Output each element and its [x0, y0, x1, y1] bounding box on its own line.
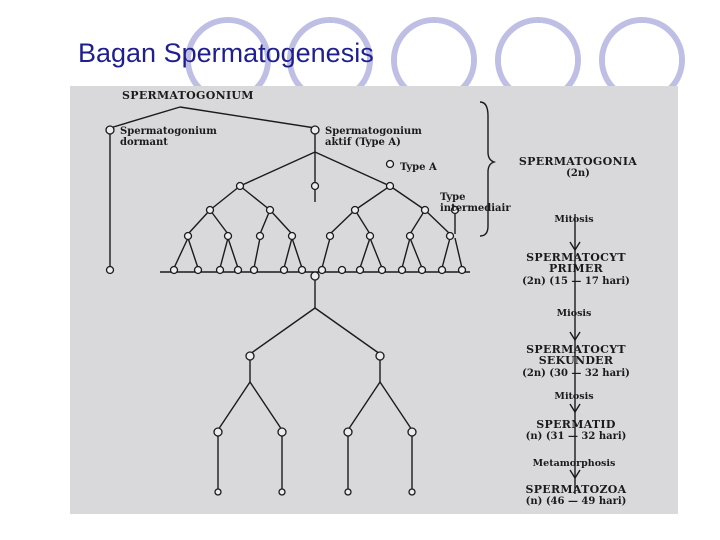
label-spermatogonium: SPERMATOGONIUM — [122, 89, 254, 102]
label-dormant: Spermatogonium dormant — [120, 126, 217, 148]
stage-spermatocyt-sekunder-name: SPERMATOCYT SEKUNDER — [526, 343, 626, 367]
stage-spermatocyt-primer-detail: (2n) (15 — 17 hari) — [522, 276, 630, 287]
spermatogenesis-diagram: SPERMATOGONIUM Spermatogonium dormant Sp… — [70, 86, 678, 514]
stage-spermatocyt-sekunder-detail: (2n) (30 — 32 hari) — [522, 368, 630, 379]
process-mitosis-1: Mitosis — [554, 214, 594, 225]
process-miosis: Miosis — [556, 308, 592, 319]
diagram-lines — [105, 101, 581, 496]
stage-spermatogonia-detail: (2n) — [566, 168, 590, 179]
decorative-circles — [185, 17, 685, 100]
stage-spermatocyt-primer-name: SPERMATOCYT PRIMER — [526, 251, 626, 275]
label-aktif: Spermatogonium aktif (Type A) — [325, 126, 422, 148]
process-mitosis-2: Mitosis — [554, 391, 594, 402]
deco-circle-5 — [599, 17, 685, 100]
deco-circle-2 — [287, 17, 373, 100]
deco-circle-4 — [495, 17, 581, 100]
stage-spermatozoa-name: SPERMATOZOA — [525, 483, 627, 496]
stage-spermatid-name: SPERMATID — [536, 418, 616, 431]
process-metamorphosis: Metamorphosis — [532, 458, 616, 469]
stage-spermatozoa-detail: (n) (46 — 49 hari) — [525, 496, 627, 507]
stage-spermatid-detail: (n) (31 — 32 hari) — [525, 431, 627, 442]
label-type-a: Type A — [400, 162, 437, 173]
deco-circle-1 — [185, 17, 271, 100]
deco-circle-3 — [391, 17, 477, 100]
slide-title: Bagan Spermatogenesis — [78, 38, 374, 68]
stage-spermatogonia-name: SPERMATOGONIA — [518, 155, 638, 168]
label-type-intermediar: Type intermediair — [440, 192, 511, 214]
